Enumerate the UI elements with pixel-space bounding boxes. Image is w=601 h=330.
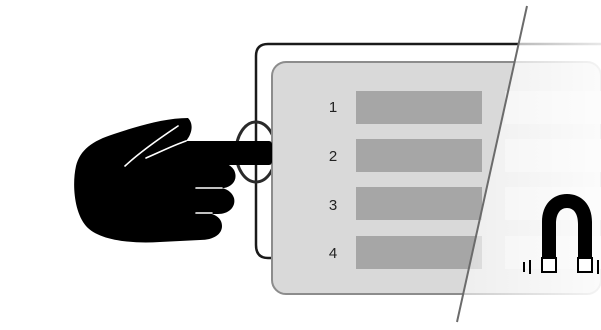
row-number-2: 2: [323, 148, 343, 165]
row-bar-1: [356, 91, 482, 124]
row-number-3: 3: [323, 197, 343, 214]
pointing-hand-icon: [74, 118, 235, 242]
row-bar-4: [356, 236, 482, 269]
row-number-4: 4: [323, 245, 343, 262]
row-number-1: 1: [323, 99, 343, 116]
row-bar-3: [356, 187, 482, 220]
row-bar-2: [356, 139, 482, 172]
